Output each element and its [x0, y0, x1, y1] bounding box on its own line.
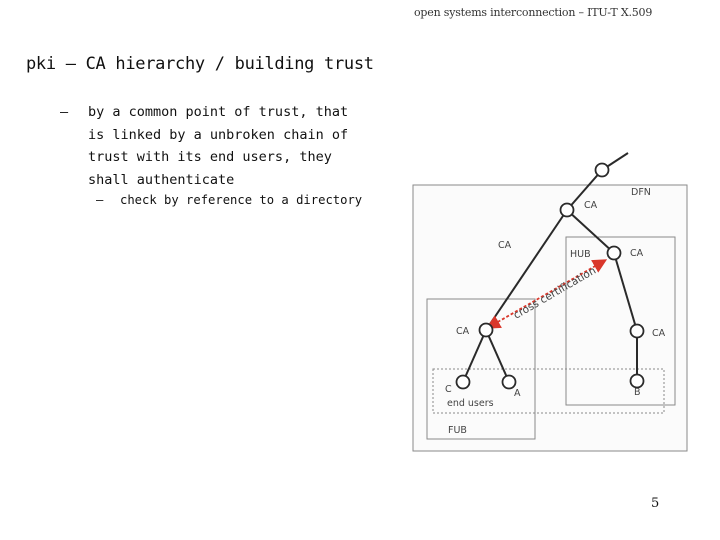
dfn-box	[412, 184, 688, 452]
ca-hub-node	[606, 245, 622, 261]
ca-right-node	[629, 323, 645, 339]
user-a-label: A	[514, 388, 521, 399]
bullet-text: by a common point of trust, that is link…	[88, 104, 349, 188]
sub-bullet-marker: –	[96, 193, 104, 207]
user-a-node	[501, 374, 517, 390]
tree-edge	[462, 329, 487, 383]
page-number: 5	[651, 496, 660, 511]
header-note: open systems interconnection – ITU-T X.5…	[414, 6, 653, 19]
ca-fub-node	[478, 322, 494, 338]
user-c-node	[455, 374, 471, 390]
fub-label: FUB	[448, 425, 467, 436]
hub-label: HUB	[570, 249, 591, 260]
bullet-marker: –	[60, 104, 69, 120]
bullet-level1: – by a common point of trust, that is li…	[60, 101, 360, 191]
slide-title: pki – CA hierarchy / building trust	[26, 54, 374, 74]
tree-edge	[566, 169, 603, 211]
ca-top-label: CA	[584, 200, 598, 211]
end-users-box	[432, 368, 665, 414]
ca-left-label: CA	[456, 326, 470, 337]
cross-certification-arrow	[485, 259, 608, 329]
bullet-level2: – check by reference to a directory	[96, 191, 366, 209]
ca-node	[559, 202, 575, 218]
tree-edge	[566, 209, 615, 254]
sub-bullet-text: check by reference to a directory	[120, 193, 363, 207]
dfn-label: DFN	[631, 187, 651, 198]
user-b-label: B	[634, 387, 641, 398]
user-b-node	[629, 373, 645, 389]
user-c-label: C	[445, 384, 452, 395]
root-node	[594, 162, 610, 178]
ca-left-mid-label: CA	[498, 240, 512, 251]
tree-edge	[613, 252, 638, 332]
ca-right-label: CA	[652, 328, 666, 339]
ca-hub-label: CA	[630, 248, 644, 259]
end-users-label: end users	[447, 398, 494, 409]
tree-edge	[485, 329, 510, 383]
